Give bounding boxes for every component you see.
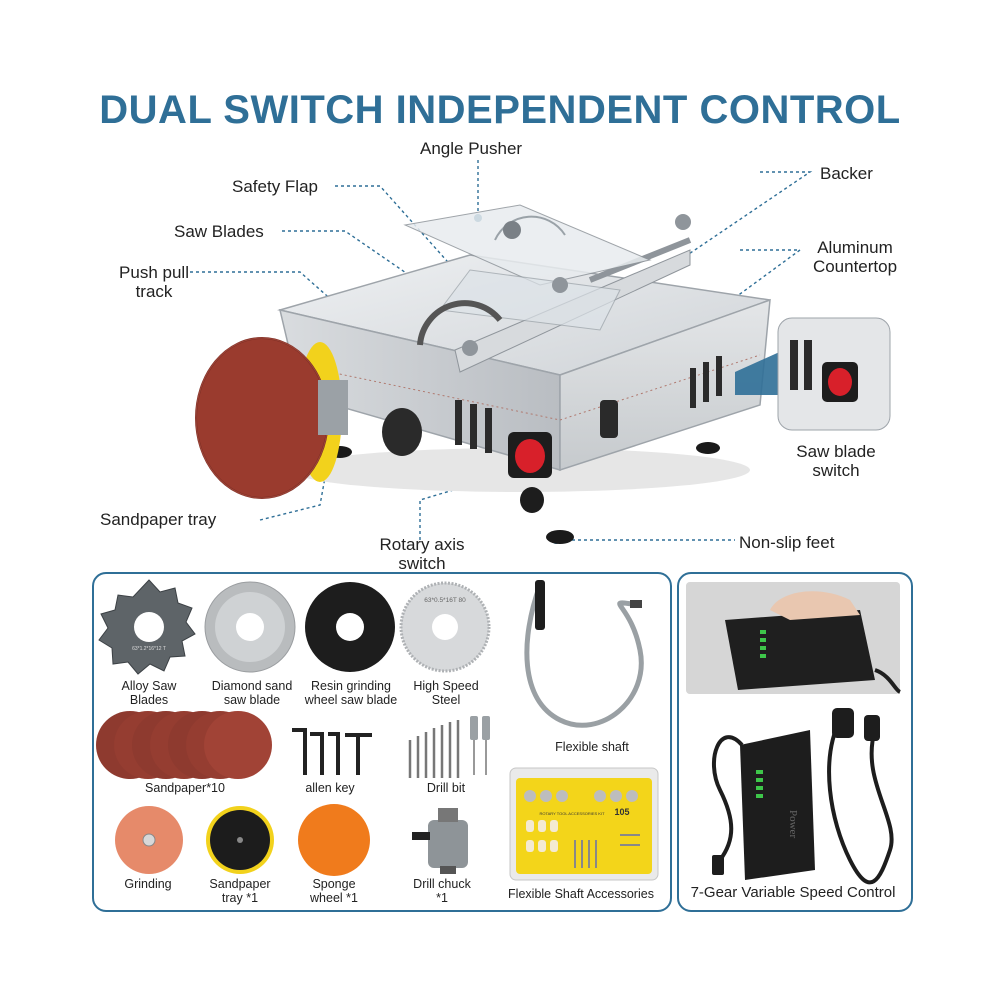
callout-safety-flap: Safety Flap	[232, 177, 318, 196]
callout-aluminum-countertop: Aluminum Countertop	[812, 238, 898, 276]
label-grinding: Grinding	[124, 877, 172, 891]
label-flexible-shaft-accessories: Flexible Shaft Accessories	[508, 887, 654, 901]
label-allen-key: allen key	[305, 781, 355, 795]
callout-angle-pusher: Angle Pusher	[420, 139, 523, 158]
label-sandpaper: Sandpaper*10	[145, 781, 225, 795]
label-drill-bit: Drill bit	[426, 781, 466, 795]
callout-backer: Backer	[820, 164, 873, 183]
power-supply-caption: 7-Gear Variable Speed Control	[690, 884, 896, 901]
callout-saw-blades: Saw Blades	[174, 222, 264, 241]
label-flexible-shaft: Flexible shaft	[555, 740, 629, 754]
callout-push-pull-track: Push pull track	[119, 263, 189, 301]
callout-sandpaper-tray: Sandpaper tray	[100, 510, 217, 529]
power-supply-panel	[677, 572, 913, 912]
callout-saw-blade-switch: Saw blade switch	[796, 442, 876, 480]
callout-rotary-axis-switch: Rotary axis switch	[379, 535, 465, 573]
label-drill-chuck: Drill chuck*1	[413, 877, 471, 905]
page-title: DUAL SWITCH INDEPENDENT CONTROL	[99, 88, 901, 132]
table-saw-illustration	[190, 160, 891, 544]
callout-non-slip-feet: Non-slip feet	[739, 533, 835, 552]
callout-leader-lines	[190, 160, 813, 541]
